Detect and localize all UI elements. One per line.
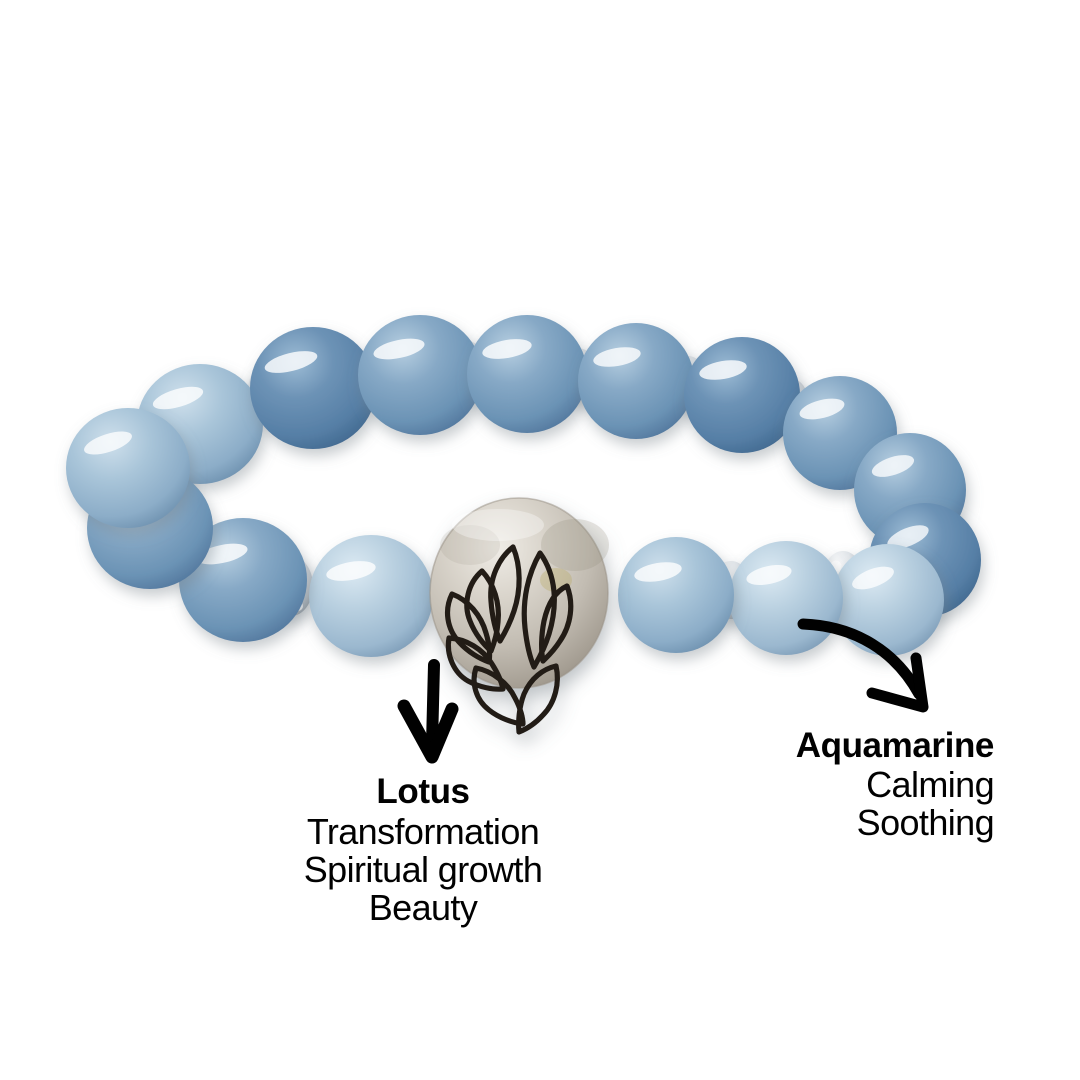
- callout-lotus-title: Lotus: [376, 772, 470, 811]
- arrow-to-lotus: [397, 659, 459, 764]
- bead: [729, 541, 843, 655]
- callout-aquamarine-line-1: Calming: [866, 764, 994, 806]
- callout-lotus: Lotus Transformation Spiritual growth Be…: [228, 773, 618, 928]
- lotus-engraving: [444, 544, 574, 735]
- bead: [467, 315, 587, 433]
- arrow-to-aquamarine: [797, 618, 929, 713]
- lotus-charm: [429, 497, 609, 735]
- bead: [66, 408, 190, 528]
- callout-lotus-line-3: Beauty: [368, 887, 478, 929]
- callout-aquamarine-line-2: Soothing: [856, 802, 995, 844]
- callout-aquamarine: Aquamarine Calming Soothing: [712, 726, 995, 844]
- callout-aquamarine-title: Aquamarine: [795, 726, 995, 765]
- bead: [684, 337, 800, 453]
- bead: [179, 518, 307, 642]
- callout-lotus-line-2: Spiritual growth: [303, 849, 543, 891]
- bead: [250, 327, 376, 449]
- callout-lotus-line-1: Transformation: [306, 811, 540, 853]
- bead: [578, 323, 694, 439]
- bead: [358, 315, 482, 435]
- bead: [618, 537, 734, 653]
- aquamarine-beads: [66, 315, 981, 657]
- bead: [832, 544, 944, 656]
- bead: [309, 535, 433, 657]
